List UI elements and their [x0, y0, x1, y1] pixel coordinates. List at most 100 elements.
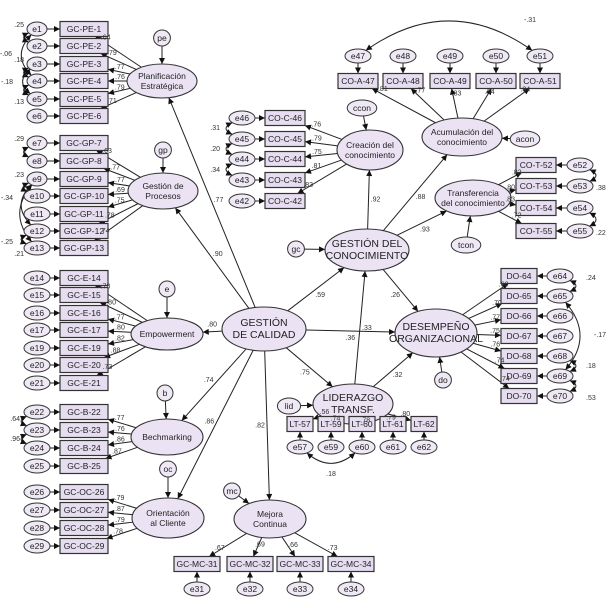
error-term[interactable]: [546, 268, 574, 284]
error-term[interactable]: [23, 422, 51, 438]
error-term[interactable]: [482, 48, 510, 64]
indicator-box[interactable]: [59, 356, 109, 374]
error-term[interactable]: [23, 270, 51, 286]
indicator-box[interactable]: [59, 107, 109, 125]
indicator-box[interactable]: [286, 415, 314, 433]
error-term[interactable]: [286, 581, 314, 597]
latent-b[interactable]: [130, 418, 204, 456]
indicator-box[interactable]: [515, 222, 557, 240]
error-term[interactable]: [26, 38, 48, 54]
indicator-box[interactable]: [264, 171, 306, 189]
indicator-box[interactable]: [515, 199, 557, 217]
indicator-box[interactable]: [59, 339, 109, 357]
error-term[interactable]: [566, 200, 594, 216]
indicator-box[interactable]: [276, 555, 324, 573]
error-term[interactable]: [23, 502, 51, 518]
indicator-box[interactable]: [500, 347, 538, 365]
indicator-box[interactable]: [59, 304, 109, 322]
error-term[interactable]: [236, 581, 264, 597]
error-term[interactable]: [526, 48, 554, 64]
indicator-box[interactable]: [226, 555, 274, 573]
indicator-box[interactable]: [515, 177, 557, 195]
error-term[interactable]: [546, 388, 574, 404]
disturbance-lid[interactable]: [276, 397, 302, 415]
error-term[interactable]: [26, 91, 48, 107]
indicator-box[interactable]: [348, 415, 376, 433]
indicator-box[interactable]: [59, 269, 109, 287]
error-term[interactable]: [26, 171, 48, 187]
indicator-box[interactable]: [515, 156, 557, 174]
indicator-box[interactable]: [59, 90, 109, 108]
indicator-box[interactable]: [500, 327, 538, 345]
disturbance-gp[interactable]: [154, 141, 172, 159]
error-term[interactable]: [566, 223, 594, 239]
latent-mc[interactable]: [233, 499, 307, 539]
error-term[interactable]: [337, 581, 365, 597]
indicator-box[interactable]: [59, 321, 109, 339]
error-term[interactable]: [23, 520, 51, 536]
error-term[interactable]: [546, 308, 574, 324]
error-term[interactable]: [546, 288, 574, 304]
error-term[interactable]: [228, 172, 256, 188]
indicator-box[interactable]: [59, 170, 109, 188]
error-term[interactable]: [23, 538, 51, 554]
error-term[interactable]: [546, 348, 574, 364]
indicator-box[interactable]: [317, 415, 345, 433]
disturbance-ccon[interactable]: [346, 99, 378, 117]
error-term[interactable]: [23, 206, 51, 222]
disturbance-pe[interactable]: [153, 29, 171, 47]
indicator-box[interactable]: [264, 130, 306, 148]
error-term[interactable]: [379, 439, 407, 455]
indicator-box[interactable]: [500, 387, 538, 405]
error-term[interactable]: [436, 48, 464, 64]
error-term[interactable]: [228, 193, 256, 209]
error-term[interactable]: [26, 135, 48, 151]
indicator-box[interactable]: [59, 501, 109, 519]
indicator-box[interactable]: [264, 192, 306, 210]
error-term[interactable]: [286, 439, 314, 455]
indicator-box[interactable]: [59, 239, 109, 257]
indicator-box[interactable]: [59, 205, 109, 223]
disturbance-e[interactable]: [158, 280, 176, 298]
indicator-box[interactable]: [500, 307, 538, 325]
indicator-box[interactable]: [59, 439, 109, 457]
error-term[interactable]: [317, 439, 345, 455]
error-term[interactable]: [23, 404, 51, 420]
indicator-box[interactable]: [59, 403, 109, 421]
error-term[interactable]: [23, 287, 51, 303]
error-term[interactable]: [23, 223, 51, 239]
error-term[interactable]: [546, 328, 574, 344]
latent-tr[interactable]: [434, 179, 512, 217]
indicator-box[interactable]: [173, 555, 221, 573]
indicator-box[interactable]: [59, 286, 109, 304]
indicator-box[interactable]: [500, 287, 538, 305]
error-term[interactable]: [23, 484, 51, 500]
latent-e[interactable]: [130, 317, 204, 351]
indicator-box[interactable]: [59, 537, 109, 555]
indicator-box[interactable]: [59, 483, 109, 501]
error-term[interactable]: [348, 439, 376, 455]
error-term[interactable]: [23, 458, 51, 474]
latent-ac[interactable]: [421, 117, 503, 157]
error-term[interactable]: [23, 305, 51, 321]
error-term[interactable]: [344, 48, 372, 64]
error-term[interactable]: [26, 108, 48, 124]
indicator-box[interactable]: [59, 374, 109, 392]
latent-cc[interactable]: [336, 129, 404, 171]
indicator-box[interactable]: [429, 72, 471, 90]
disturbance-mc[interactable]: [223, 482, 241, 500]
indicator-box[interactable]: [59, 519, 109, 537]
latent-gco[interactable]: [324, 228, 410, 272]
error-term[interactable]: [228, 151, 256, 167]
disturbance-gc[interactable]: [287, 240, 305, 258]
indicator-box[interactable]: [59, 72, 109, 90]
error-term[interactable]: [23, 322, 51, 338]
error-term[interactable]: [183, 581, 211, 597]
error-term[interactable]: [566, 178, 594, 194]
error-term[interactable]: [23, 340, 51, 356]
indicator-box[interactable]: [264, 150, 306, 168]
latent-gp[interactable]: [127, 172, 199, 210]
error-term[interactable]: [26, 56, 48, 72]
disturbance-acon[interactable]: [509, 130, 541, 148]
error-term[interactable]: [23, 375, 51, 391]
